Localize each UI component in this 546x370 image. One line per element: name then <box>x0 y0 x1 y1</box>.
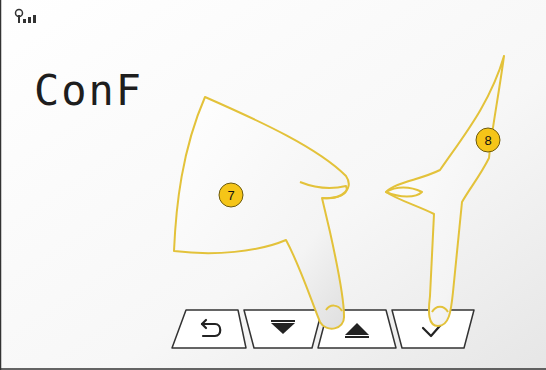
display-text: ConF <box>34 70 143 112</box>
callout-number: 8 <box>484 134 491 147</box>
back-button <box>172 310 246 348</box>
signal-icon <box>16 10 37 24</box>
callout-circle <box>219 183 243 207</box>
down-button <box>244 310 322 348</box>
screen-edge <box>0 368 546 370</box>
screen-edge <box>0 0 1 370</box>
down-icon <box>271 323 295 334</box>
hand <box>386 56 504 326</box>
callout-circle <box>476 128 500 152</box>
hand <box>174 97 349 329</box>
down-icon <box>271 320 295 322</box>
callout-number: 7 <box>227 189 234 202</box>
up-icon <box>345 323 369 335</box>
back-icon <box>202 320 220 336</box>
up-icon <box>345 336 369 338</box>
